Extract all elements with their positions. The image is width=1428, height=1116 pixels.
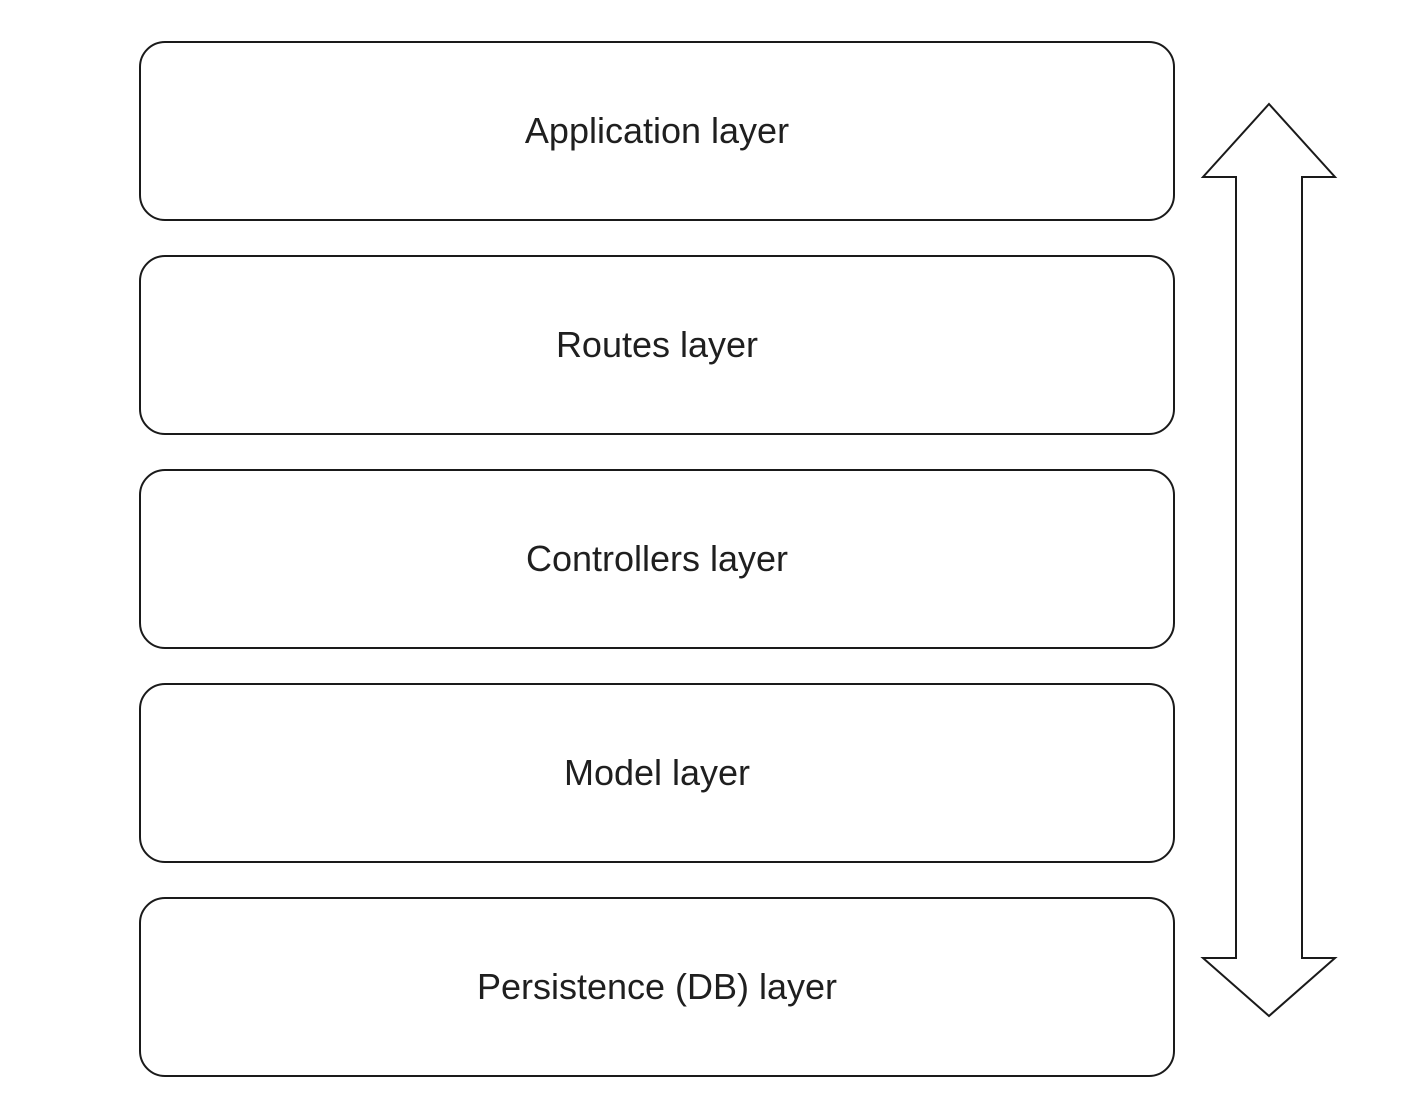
routes-layer-label: Routes layer (555, 324, 759, 365)
controllers-layer-label: Controllers layer (525, 538, 789, 579)
routes-layer-box: Routes layer (139, 255, 1175, 435)
model-layer-label: Model layer (563, 752, 751, 793)
application-layer-box: Application layer (139, 41, 1175, 221)
controllers-layer-box: Controllers layer (139, 469, 1175, 649)
persistence-layer-label: Persistence (DB) layer (476, 966, 838, 1007)
persistence-layer-box: Persistence (DB) layer (139, 897, 1175, 1077)
model-layer-box: Model layer (139, 683, 1175, 863)
application-layer-label: Application layer (524, 110, 790, 151)
